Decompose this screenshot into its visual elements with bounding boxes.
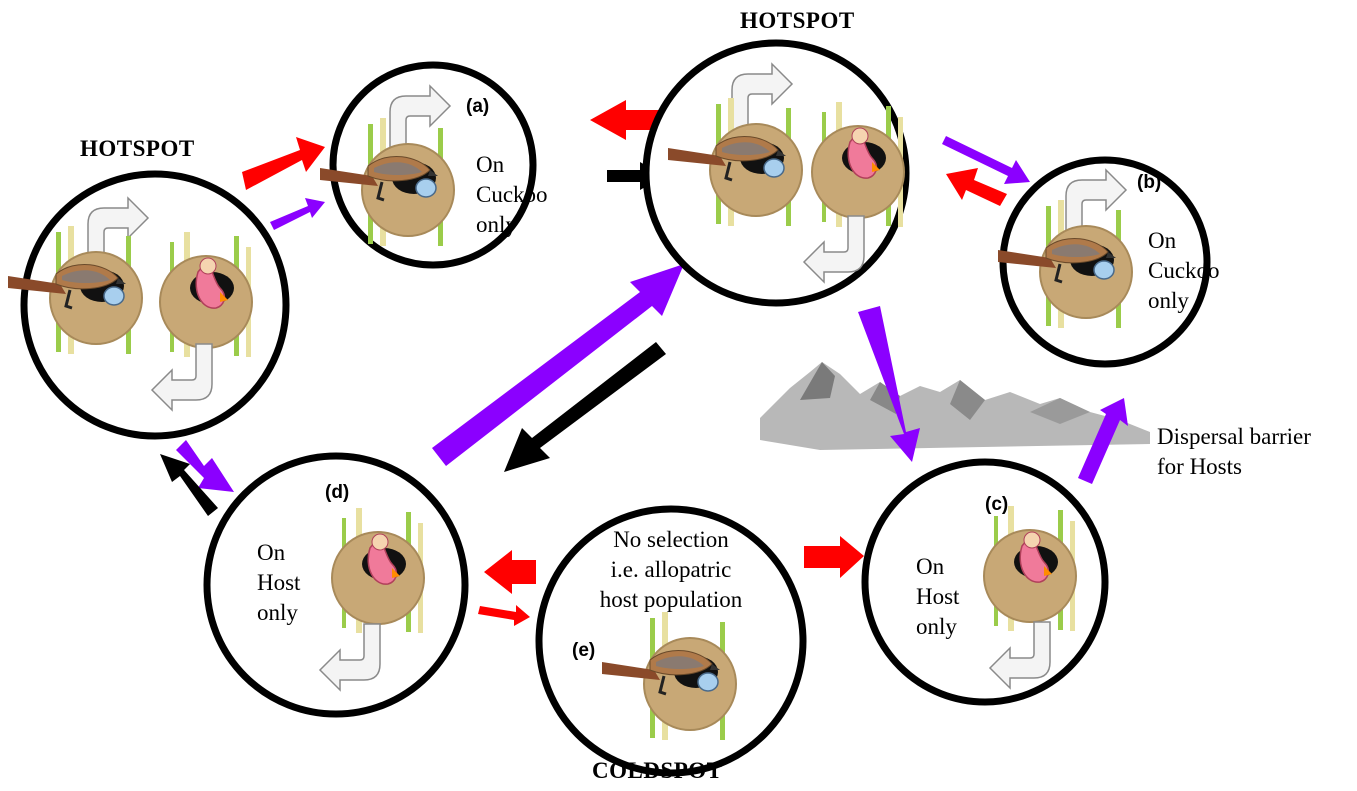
arrow-red-e-to-d xyxy=(484,550,536,594)
panel-top-hotspot xyxy=(646,43,906,303)
mountain-barrier-icon xyxy=(760,362,1150,450)
arrow-red-left-to-a xyxy=(242,137,325,190)
panel-b-letter: (b) xyxy=(1137,172,1161,194)
arrow-purple-left-to-a xyxy=(270,198,325,230)
hotspot-top-label: HOTSPOT xyxy=(740,8,855,34)
arrow-red-e-to-c xyxy=(804,536,864,578)
panel-e-letter: (e) xyxy=(572,640,595,662)
panel-c-letter: (c) xyxy=(985,494,1008,516)
panel-a-letter: (a) xyxy=(466,96,489,118)
arrow-black-top-to-d xyxy=(504,342,666,472)
arrow-red-b-to-top xyxy=(946,168,1007,206)
hotspot-left-label: HOTSPOT xyxy=(80,136,195,162)
coldspot-label: COLDSPOT xyxy=(592,758,723,784)
panel-d-letter: (d) xyxy=(325,482,349,504)
panel-left-hotspot xyxy=(8,174,286,436)
arrow-red-d-to-e xyxy=(478,605,530,626)
